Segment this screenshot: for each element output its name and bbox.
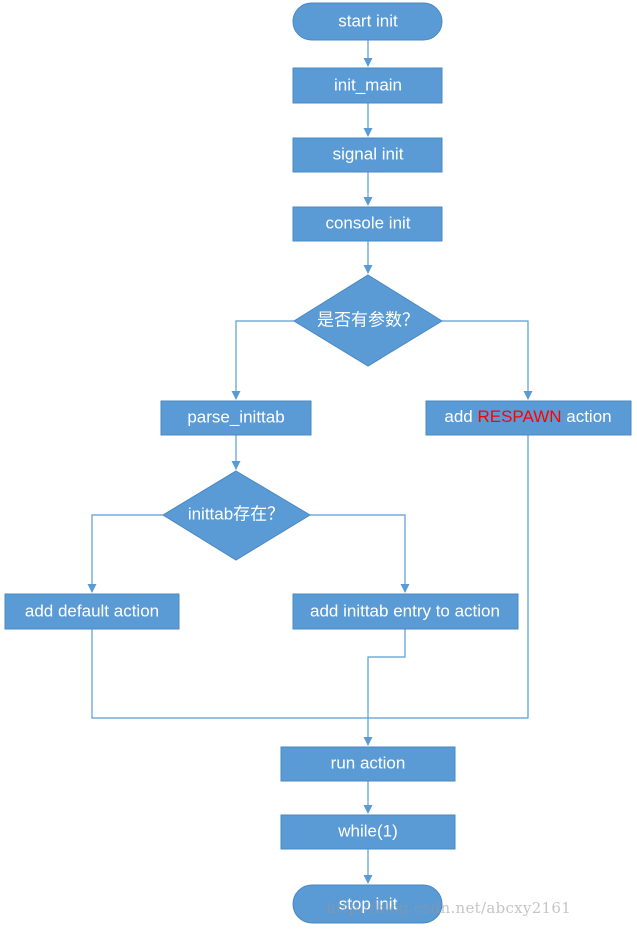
node-label: while(1) <box>337 821 398 840</box>
node-add-respawn-action: add RESPAWN action <box>425 400 632 436</box>
node-while-loop: while(1) <box>280 814 456 850</box>
process-shape <box>292 67 443 104</box>
node-run-action: run action <box>280 746 456 782</box>
node-label: 是否有参数？ <box>317 310 419 329</box>
edge-merge-default-respawn <box>91 435 529 719</box>
node-label: inittab存在？ <box>188 504 284 523</box>
process-shape <box>280 814 456 850</box>
process-shape <box>160 400 312 436</box>
process-shape <box>4 593 180 630</box>
watermark: http://blog.csdn.net/abcxy2161 <box>326 899 572 917</box>
node-label: add inittab entry to action <box>310 601 500 620</box>
node-label: stop init <box>339 894 398 913</box>
node-signal-init: signal init <box>292 137 443 173</box>
node-label: init_main <box>334 75 402 94</box>
edge-decision-to-respawn <box>442 320 533 400</box>
node-has-args-decision: 是否有参数？ <box>293 274 443 367</box>
respawn-highlight: RESPAWN <box>477 407 561 426</box>
process-shape <box>292 206 443 242</box>
node-add-default-action: add default action <box>4 593 180 630</box>
node-console-init: console init <box>292 206 443 242</box>
node-label: run action <box>331 753 406 772</box>
decision-shape <box>162 470 311 561</box>
node-inittab-exists-decision: inittab存在？ <box>162 470 311 561</box>
node-stop-init: stop init <box>292 884 443 924</box>
node-init-main: init_main <box>292 67 443 104</box>
decision-shape <box>293 274 443 367</box>
node-label: parse_inittab <box>187 407 284 426</box>
node-label: signal init <box>333 144 404 163</box>
node-add-inittab-entry: add inittab entry to action <box>292 593 519 630</box>
process-shape <box>292 593 519 630</box>
node-label: start init <box>338 11 398 30</box>
node-start-init: start init <box>292 2 443 41</box>
edge-decision2-to-default <box>87 514 163 593</box>
process-shape <box>292 137 443 173</box>
node-label: add default action <box>25 601 159 620</box>
edge-entry-to-run <box>363 629 406 746</box>
edges <box>87 40 533 884</box>
terminal-shape <box>292 2 443 41</box>
process-shape <box>280 746 456 782</box>
label-prefix: add <box>444 407 477 426</box>
label-suffix: action <box>562 407 612 426</box>
edge-decision-to-parse <box>231 320 294 400</box>
node-label: console init <box>325 213 410 232</box>
process-shape <box>425 400 632 436</box>
node-label: add RESPAWN action <box>444 407 611 426</box>
node-parse-inittab: parse_inittab <box>160 400 312 436</box>
terminal-shape <box>292 884 443 924</box>
edge-decision2-to-entry <box>310 514 410 593</box>
